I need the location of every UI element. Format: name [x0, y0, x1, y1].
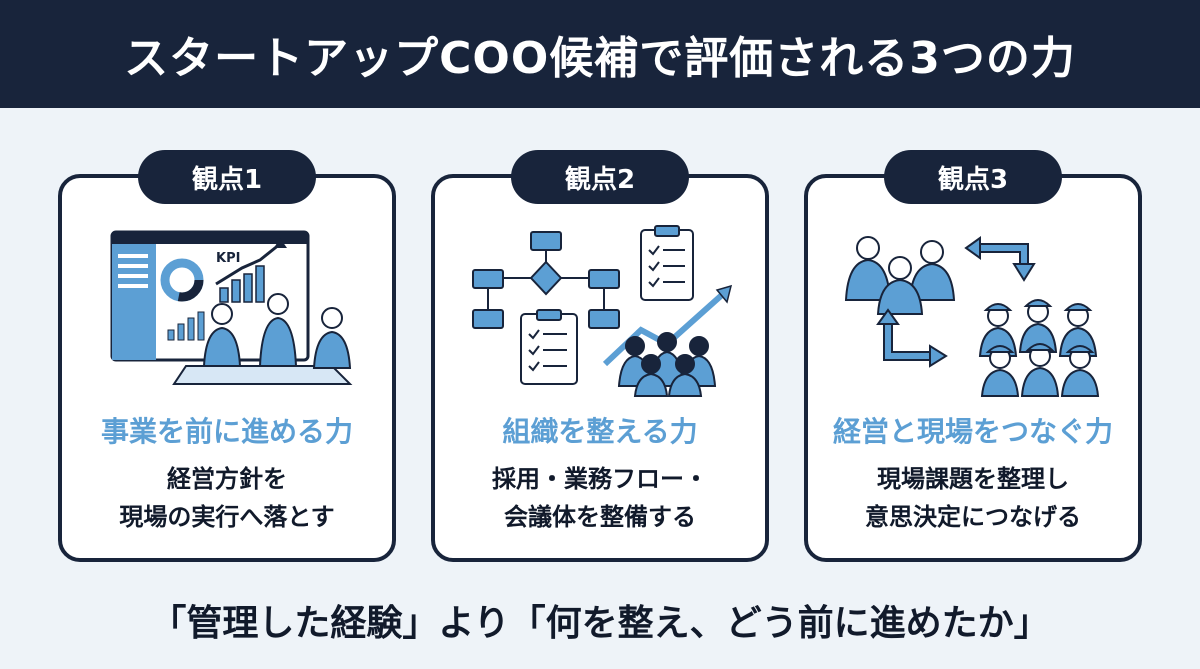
description-line: 意思決定につなげる [865, 503, 1081, 531]
description-line: 会議体を整備する [504, 503, 696, 531]
viewpoint-card-1: 観点1 KPI [58, 150, 396, 562]
footer-message: 「管理した経験」より「何を整え、どう前に進めたか」 [150, 603, 1050, 644]
description-line: 現場課題を整理し [877, 465, 1069, 493]
viewpoint-badge-2: 観点2 [511, 150, 689, 204]
description-line: 現場の実行へ落とす [119, 503, 335, 531]
viewpoint-heading-1: 事業を前に進める力 [100, 415, 353, 448]
viewpoint-badge-1: 観点1 [138, 150, 316, 204]
viewpoint-heading-2: 組織を整える力 [502, 415, 698, 448]
kpi-label: KPI [216, 251, 240, 266]
viewpoint-card-2: 観点2 [431, 150, 769, 562]
management-field-connection-illustration [844, 236, 1100, 397]
viewpoint-description-3: 現場課題を整理し 意思決定につなげる [808, 460, 1138, 536]
viewpoint-badge-3: 観点3 [884, 150, 1062, 204]
description-line: 経営方針を [167, 465, 287, 493]
viewpoint-heading-3: 経営と現場をつなぐ力 [832, 415, 1113, 448]
viewpoint-description-2: 採用・業務フロー・ 会議体を整備する [435, 460, 765, 536]
viewpoint-description-1: 経営方針を 現場の実行へ落とす [62, 460, 392, 536]
business-dashboard-illustration: KPI [110, 230, 353, 385]
organization-flow-illustration [472, 225, 733, 397]
viewpoint-card-3: 観点3 [804, 150, 1142, 562]
page-title: スタートアップCOO候補で評価される3つの力 [0, 0, 1200, 108]
description-line: 採用・業務フロー・ [492, 465, 708, 493]
